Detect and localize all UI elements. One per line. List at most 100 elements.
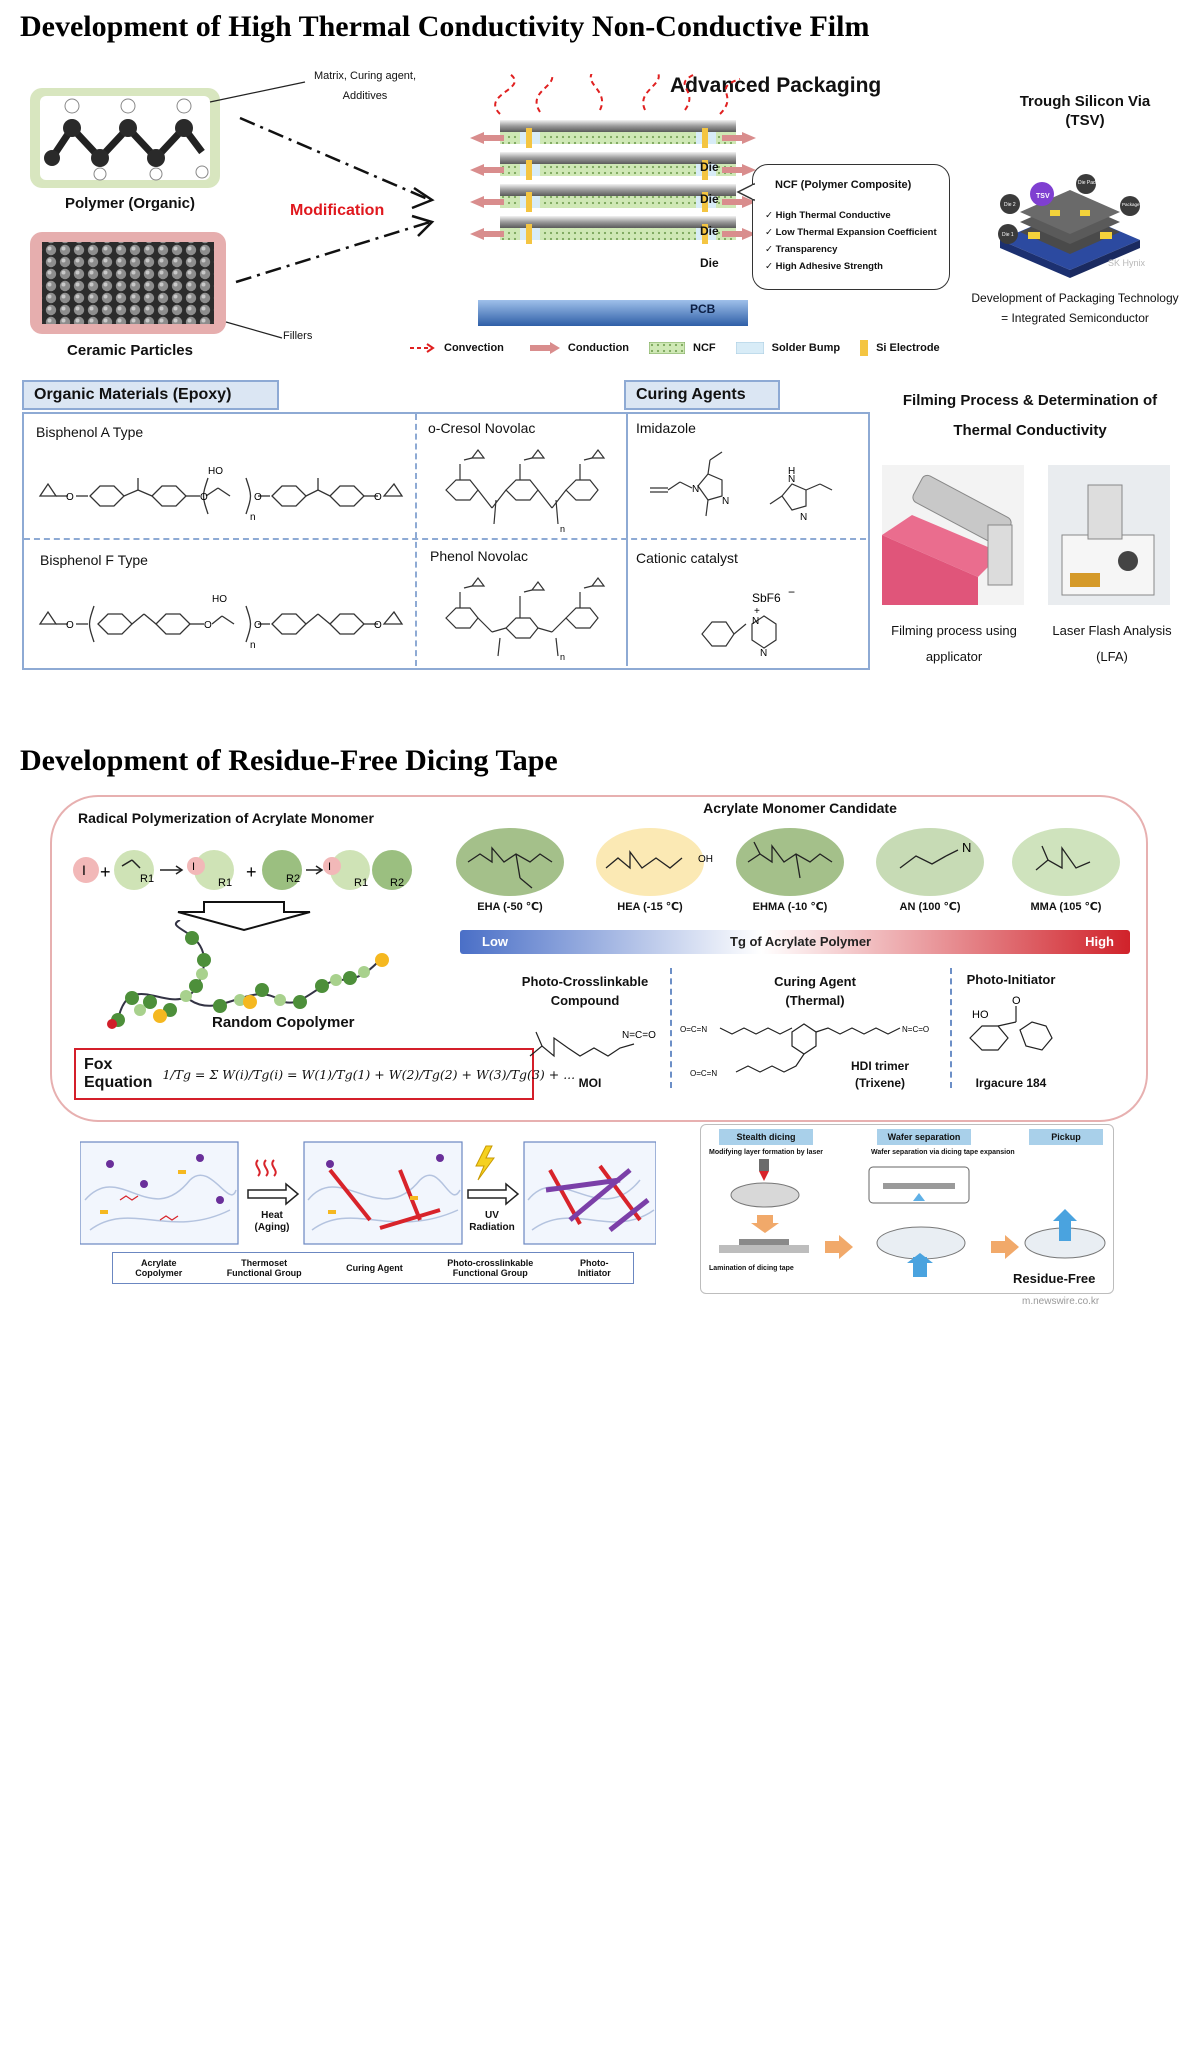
atom-n: N	[962, 840, 971, 855]
si-electrode	[526, 160, 532, 180]
organic-materials-tab: Organic Materials (Epoxy)	[22, 380, 279, 410]
conduction-arrow	[470, 196, 504, 208]
si-electrode	[702, 192, 708, 212]
sbf6-label: SbF6	[752, 591, 781, 605]
monomer-eha: EHA (-50 ℃)	[477, 901, 543, 913]
atom-n: N	[692, 484, 699, 495]
atom-oh: OH	[698, 854, 713, 865]
legend-conduction: Conduction	[567, 342, 630, 354]
r1-label: R1	[354, 877, 368, 889]
atom-n: n	[560, 652, 565, 662]
legend-solder-bump: Solder Bump	[771, 342, 841, 354]
tab-pickup: Pickup	[1029, 1129, 1103, 1145]
si-electrode	[526, 128, 532, 148]
tsv-caption: Development of Packaging Technology = In…	[971, 291, 1179, 325]
ncf-callout-list: ✓ High Thermal Conductive ✓ Low Thermal …	[765, 207, 937, 275]
ceramic-image	[30, 232, 226, 334]
charge-minus: −	[788, 585, 795, 599]
atom-o: O	[374, 620, 382, 631]
cell-phenol-novolac: Phenol Novolac	[430, 548, 529, 564]
imidazole-structure: N N N H N	[650, 451, 833, 523]
modification-label: Modification	[290, 202, 385, 219]
chip-stack-diagram	[470, 74, 756, 326]
photo-initiator-title: Photo-Initiator	[966, 972, 1056, 987]
die-layer	[500, 152, 736, 164]
si-electrode-icon	[860, 340, 869, 356]
si-electrode	[702, 128, 708, 148]
atom-n: n	[560, 524, 565, 534]
fox-equation-label: Fox Equation	[84, 1056, 153, 1091]
die-label-1: Die	[700, 160, 719, 174]
conduction-arrow	[722, 228, 756, 240]
random-copolymer-label: Random Copolymer	[212, 1014, 355, 1031]
divider-h	[24, 538, 866, 540]
divider-dashed-2	[950, 968, 952, 1088]
hdi-trimer-structure: O=C=N N=C=O O=C=N	[680, 1023, 929, 1078]
ncf-item: ✓ Transparency	[765, 244, 838, 255]
tsv-credit: SK Hynix	[1108, 258, 1146, 268]
down-arrow-icon	[177, 901, 311, 932]
hdi-label: HDI trimer (Trixene)	[850, 1059, 909, 1090]
note-laser: Modifying layer formation by laser	[709, 1149, 823, 1156]
si-electrode	[702, 160, 708, 180]
tsv-title: Trough Silicon Via (TSV)	[1019, 93, 1151, 129]
irgacure-label: Irgacure 184	[975, 1076, 1047, 1090]
moi-label: MOI	[578, 1076, 602, 1090]
curing-agents-tab: Curing Agents	[624, 380, 780, 410]
legend-convection: Convection	[444, 342, 504, 354]
dicing-process-panel: Stealth dicing Wafer separation Pickup M…	[700, 1124, 1114, 1294]
monomer-mma: MMA (105 ℃)	[1030, 901, 1102, 913]
tg-bar-label: Tg of Acrylate Polymer	[730, 934, 872, 949]
tab-stealth-dicing: Stealth dicing	[719, 1129, 813, 1145]
atom-o: O	[204, 620, 212, 631]
isocyanate-group: N=C=O	[622, 1030, 656, 1041]
ceramic-particles-icon	[42, 242, 214, 324]
divider-v1	[415, 414, 417, 666]
fillers-note: Fillers	[283, 330, 313, 342]
tsv-chip-diepad: Die Pad	[1078, 180, 1096, 186]
ncf-callout-title: NCF (Polymer Composite)	[775, 179, 912, 191]
irgacure-structure: HO O	[969, 995, 1053, 1051]
legend-ncf: NCF	[693, 342, 716, 354]
note-lamination: Lamination of dicing tape	[709, 1265, 794, 1272]
tsv-chip-illustration: TSV Die Pad Die 2 Package Pad Die 1 SK H…	[998, 174, 1149, 278]
fox-equation-formula: 1/Tg = Σ W(i)/Tg(i) = W(1)/Tg(1) + W(2)/…	[162, 1066, 576, 1082]
polymer-image	[30, 88, 220, 188]
ncf-item: ✓ High Thermal Conductive	[765, 210, 891, 221]
tg-low-label: Low	[482, 934, 508, 949]
ncf-item: ✓ Low Thermal Expansion Coefficient	[765, 227, 937, 238]
convection-icon	[410, 343, 435, 353]
conduction-arrow	[722, 164, 756, 176]
photo-crosslink-title: Photo-Crosslinkable Compound	[521, 974, 649, 1008]
r1-label: R1	[218, 877, 232, 889]
die-label-3: Die	[700, 224, 719, 238]
uv-radiation-label: UV Radiation	[469, 1210, 515, 1233]
r1-label: R1	[140, 873, 154, 885]
bisphenol-a-structure: O O HO n O O	[38, 466, 404, 523]
mechanism-legend: Acrylate Copolymer Thermoset Functional …	[112, 1252, 634, 1284]
monomer-candidates: OH N	[456, 828, 1120, 896]
pcb-label: PCB	[690, 302, 716, 316]
ncf-swatch-icon	[649, 342, 686, 354]
filming-title: Filming Process & Determination of Therm…	[902, 392, 1158, 439]
plus-sign: +	[100, 862, 111, 882]
atom-n: N	[722, 496, 729, 507]
atom-n: N	[800, 512, 807, 523]
fox-equation-box: Fox Equation 1/Tg = Σ W(i)/Tg(i) = W(1)/…	[74, 1048, 575, 1100]
cell-cationic: Cationic catalyst	[636, 550, 738, 566]
applicator-photo	[882, 465, 1024, 605]
divider-v2	[626, 414, 628, 666]
source-credit: m.newswire.co.kr	[1022, 1296, 1100, 1307]
polymerization-panel	[50, 795, 1148, 1122]
heat-aging-label: Heat (Aging)	[254, 1210, 290, 1233]
si-electrode	[702, 224, 708, 244]
si-electrode	[526, 224, 532, 244]
solder-bump-icon	[735, 342, 764, 354]
si-electrode	[526, 192, 532, 212]
matrix-note: Matrix, Curing agent, Additives	[313, 70, 417, 102]
bisphenol-f-structure: HO n O O O O	[38, 594, 404, 651]
atom-n: n	[250, 512, 256, 523]
tsv-chip-tsv: TSV	[1036, 193, 1050, 200]
ncf-layer	[500, 196, 736, 208]
radical-title: Radical Polymerization of Acrylate Monom…	[78, 810, 374, 826]
